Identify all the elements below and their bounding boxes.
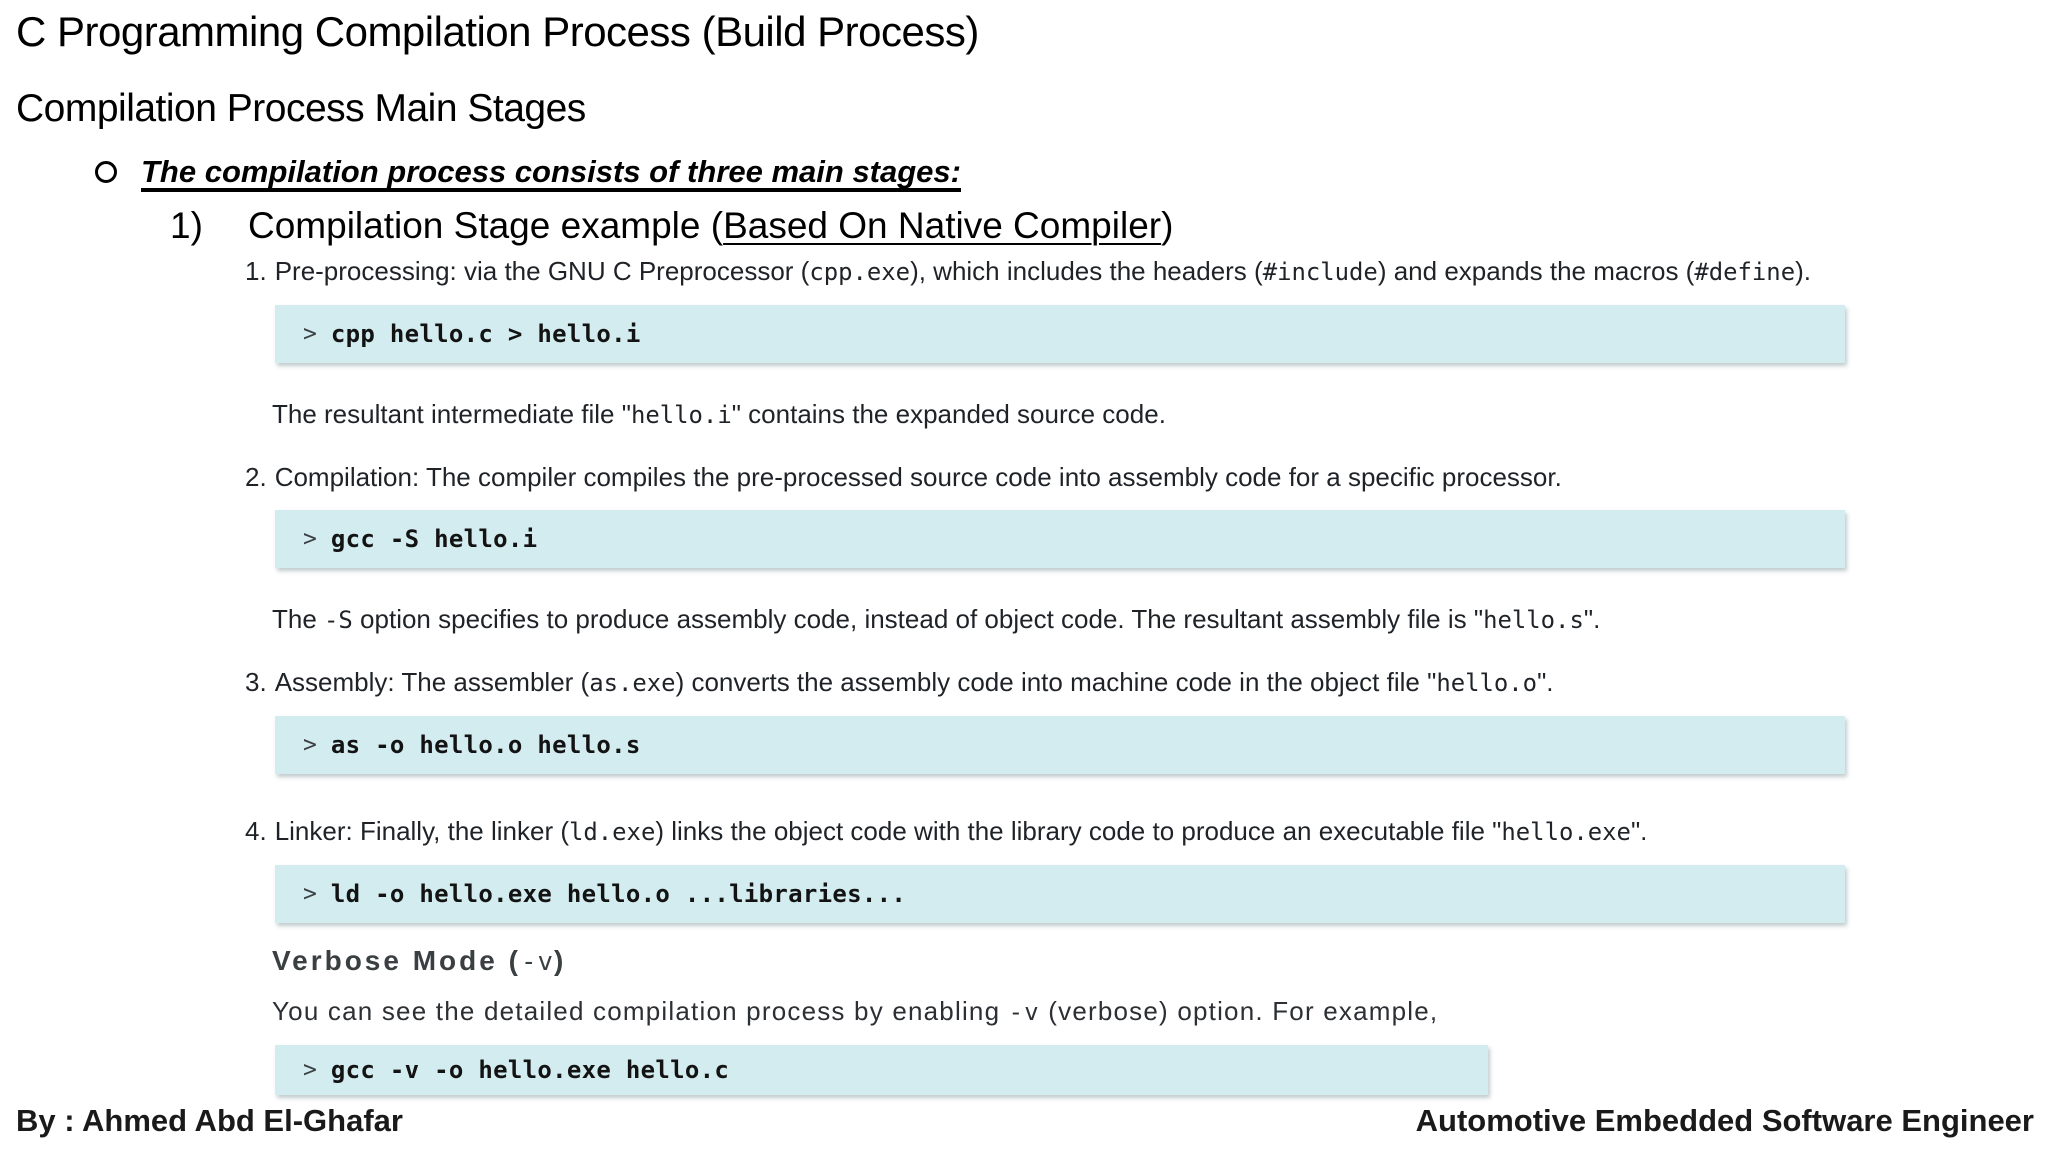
step-body-text: Assembly: The assembler (as.exe) convert… bbox=[274, 667, 1554, 697]
terminal-prompt: > bbox=[303, 1057, 317, 1083]
terminal-command: gcc -v -o hello.exe hello.c bbox=[330, 1056, 730, 1084]
stage-heading-row: 1) Compilation Stage example (Based On N… bbox=[170, 204, 2048, 248]
step-text: 3.Assembly: The assembler (as.exe) conve… bbox=[245, 667, 2048, 698]
step-number: 2. bbox=[245, 462, 267, 492]
verbose-code-block: > gcc -v -o hello.exe hello.c bbox=[275, 1045, 1488, 1095]
terminal-command: cpp hello.c > hello.i bbox=[330, 320, 641, 348]
step-number: 3. bbox=[245, 667, 267, 697]
terminal-command: ld -o hello.exe hello.o ...libraries... bbox=[330, 880, 907, 908]
footer: By : Ahmed Abd El-Ghafar Automotive Embe… bbox=[16, 1103, 2034, 1139]
step-code-block: > as -o hello.o hello.s bbox=[275, 716, 1845, 774]
step-number: 1. bbox=[245, 256, 267, 286]
step-code-block: > cpp hello.c > hello.i bbox=[275, 305, 1845, 363]
terminal-prompt: > bbox=[303, 881, 317, 907]
footer-author: By : Ahmed Abd El-Ghafar bbox=[16, 1103, 403, 1138]
terminal-prompt: > bbox=[303, 732, 317, 758]
footer-role: Automotive Embedded Software Engineer bbox=[1415, 1103, 2034, 1138]
terminal-command: as -o hello.o hello.s bbox=[330, 731, 641, 759]
step-number: 4. bbox=[245, 816, 267, 846]
terminal-prompt: > bbox=[303, 321, 317, 347]
section-title: Compilation Process Main Stages bbox=[16, 87, 586, 130]
step-text: 2.Compilation: The compiler compiles the… bbox=[245, 462, 2048, 492]
step-text: 4.Linker: Finally, the linker (ld.exe) l… bbox=[245, 816, 2048, 847]
steps-list: 1.Pre-processing: via the GNU C Preproce… bbox=[0, 256, 2048, 923]
step-body-text: Compilation: The compiler compiles the p… bbox=[274, 462, 1562, 492]
stage-heading-text: Compilation Stage example (Based On Nati… bbox=[248, 205, 1174, 246]
step-code-block: > ld -o hello.exe hello.o ...libraries..… bbox=[275, 865, 1845, 923]
terminal-command: gcc -S hello.i bbox=[330, 525, 538, 553]
step-caption: The -S option specifies to produce assem… bbox=[272, 604, 1601, 634]
verbose-mode-description: You can see the detailed compilation pro… bbox=[272, 996, 1439, 1026]
stage-number: 1) bbox=[170, 205, 203, 246]
step-body-text: Linker: Finally, the linker (ld.exe) lin… bbox=[274, 816, 1648, 846]
terminal-prompt: > bbox=[303, 526, 317, 552]
step-body-text: Pre-processing: via the GNU C Preprocess… bbox=[274, 256, 1811, 286]
step-caption: The resultant intermediate file "hello.i… bbox=[272, 399, 1166, 429]
page-title: C Programming Compilation Process (Build… bbox=[16, 8, 979, 55]
circle-bullet-icon bbox=[95, 161, 117, 183]
verbose-mode-heading: Verbose Mode (-v) bbox=[272, 945, 567, 977]
step-code-block: > gcc -S hello.i bbox=[275, 510, 1845, 568]
step-text: 1.Pre-processing: via the GNU C Preproce… bbox=[245, 256, 2048, 287]
main-bullet-text: The compilation process consists of thre… bbox=[141, 154, 961, 189]
main-bullet-row: The compilation process consists of thre… bbox=[95, 152, 2048, 192]
